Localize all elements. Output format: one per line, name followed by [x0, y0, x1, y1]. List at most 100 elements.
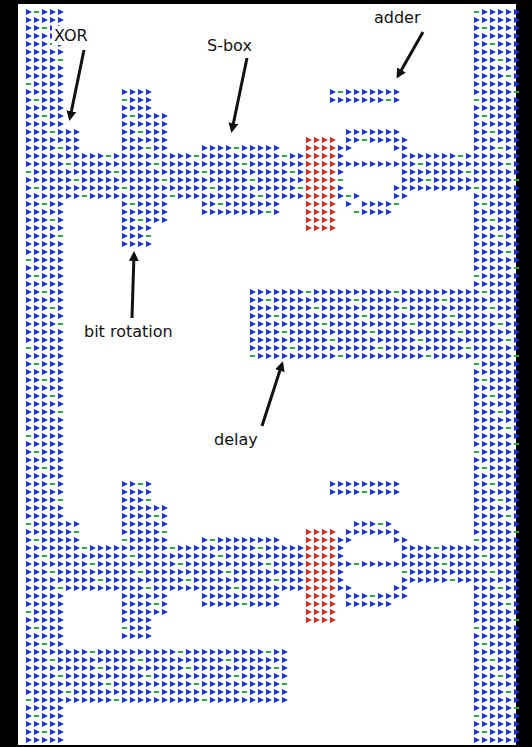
cell	[306, 577, 312, 583]
cell	[498, 353, 504, 359]
cell	[514, 369, 520, 375]
cell	[50, 449, 56, 455]
cell	[482, 625, 488, 631]
cell	[394, 489, 400, 495]
cell	[298, 545, 304, 551]
cell	[90, 545, 96, 551]
cell	[346, 97, 352, 103]
cell	[82, 195, 87, 197]
cell	[514, 137, 520, 143]
cell	[234, 587, 239, 589]
cell	[162, 121, 168, 127]
cell	[514, 249, 520, 255]
cell	[386, 209, 392, 215]
cell	[514, 665, 520, 671]
cell	[498, 457, 504, 463]
cell	[506, 515, 511, 517]
cell	[498, 617, 504, 623]
cell	[74, 161, 80, 167]
cell	[210, 539, 215, 541]
cell	[266, 299, 271, 301]
cell	[34, 465, 40, 471]
cell	[266, 553, 272, 559]
cell	[482, 97, 488, 103]
cell	[290, 305, 296, 311]
cell	[346, 529, 352, 535]
cell	[130, 177, 136, 183]
cell	[138, 561, 144, 567]
cell	[490, 57, 496, 63]
cell	[26, 681, 32, 687]
cell	[58, 401, 64, 407]
cell	[50, 89, 56, 95]
cell	[154, 515, 159, 517]
cell	[474, 161, 480, 167]
cell	[498, 369, 504, 375]
cell	[490, 449, 496, 455]
cell	[34, 187, 39, 189]
cell	[210, 593, 216, 599]
cell	[178, 569, 184, 575]
cell	[490, 571, 495, 573]
cell	[42, 561, 48, 567]
cell	[506, 449, 512, 455]
cell	[450, 177, 456, 183]
cell	[178, 185, 184, 191]
cell	[194, 577, 200, 583]
cell	[282, 185, 288, 191]
cell	[226, 193, 232, 199]
cell	[498, 265, 504, 271]
cell	[266, 345, 272, 351]
cell	[370, 209, 376, 215]
cell	[474, 561, 480, 567]
cell	[138, 577, 144, 583]
cell	[226, 145, 232, 151]
cell	[330, 529, 336, 535]
cell	[170, 577, 176, 583]
cell	[42, 177, 48, 183]
cell	[418, 545, 424, 551]
cell	[146, 129, 152, 135]
cell	[330, 137, 336, 143]
cell	[242, 145, 248, 151]
cell	[130, 585, 136, 591]
cell	[298, 161, 304, 167]
cell	[402, 577, 408, 583]
cell	[34, 627, 39, 629]
cell	[58, 369, 64, 375]
cell	[258, 337, 264, 343]
cell	[514, 601, 520, 607]
cell	[514, 417, 520, 423]
cell	[506, 361, 512, 367]
cell	[282, 313, 288, 319]
cell	[42, 209, 48, 215]
cell	[506, 163, 511, 165]
cell	[146, 537, 152, 543]
cell	[42, 33, 48, 39]
cell	[402, 153, 408, 159]
cell	[234, 545, 240, 551]
cell	[290, 185, 296, 191]
cell	[514, 681, 520, 687]
cell	[322, 201, 328, 207]
cell	[378, 523, 383, 525]
cell	[82, 169, 88, 175]
cell	[490, 593, 496, 599]
cell	[490, 505, 496, 511]
cell	[290, 569, 296, 575]
cell	[42, 473, 48, 479]
cell	[170, 153, 176, 159]
cell	[146, 113, 152, 119]
cell	[50, 329, 56, 335]
cell	[506, 465, 512, 471]
cell	[258, 195, 263, 197]
cell	[26, 561, 32, 567]
cell	[474, 425, 480, 431]
cell	[74, 137, 80, 143]
cell	[258, 601, 264, 607]
cell	[58, 513, 64, 519]
cell	[258, 145, 264, 151]
cell	[130, 233, 136, 239]
cell	[50, 241, 56, 247]
cell	[50, 457, 56, 463]
